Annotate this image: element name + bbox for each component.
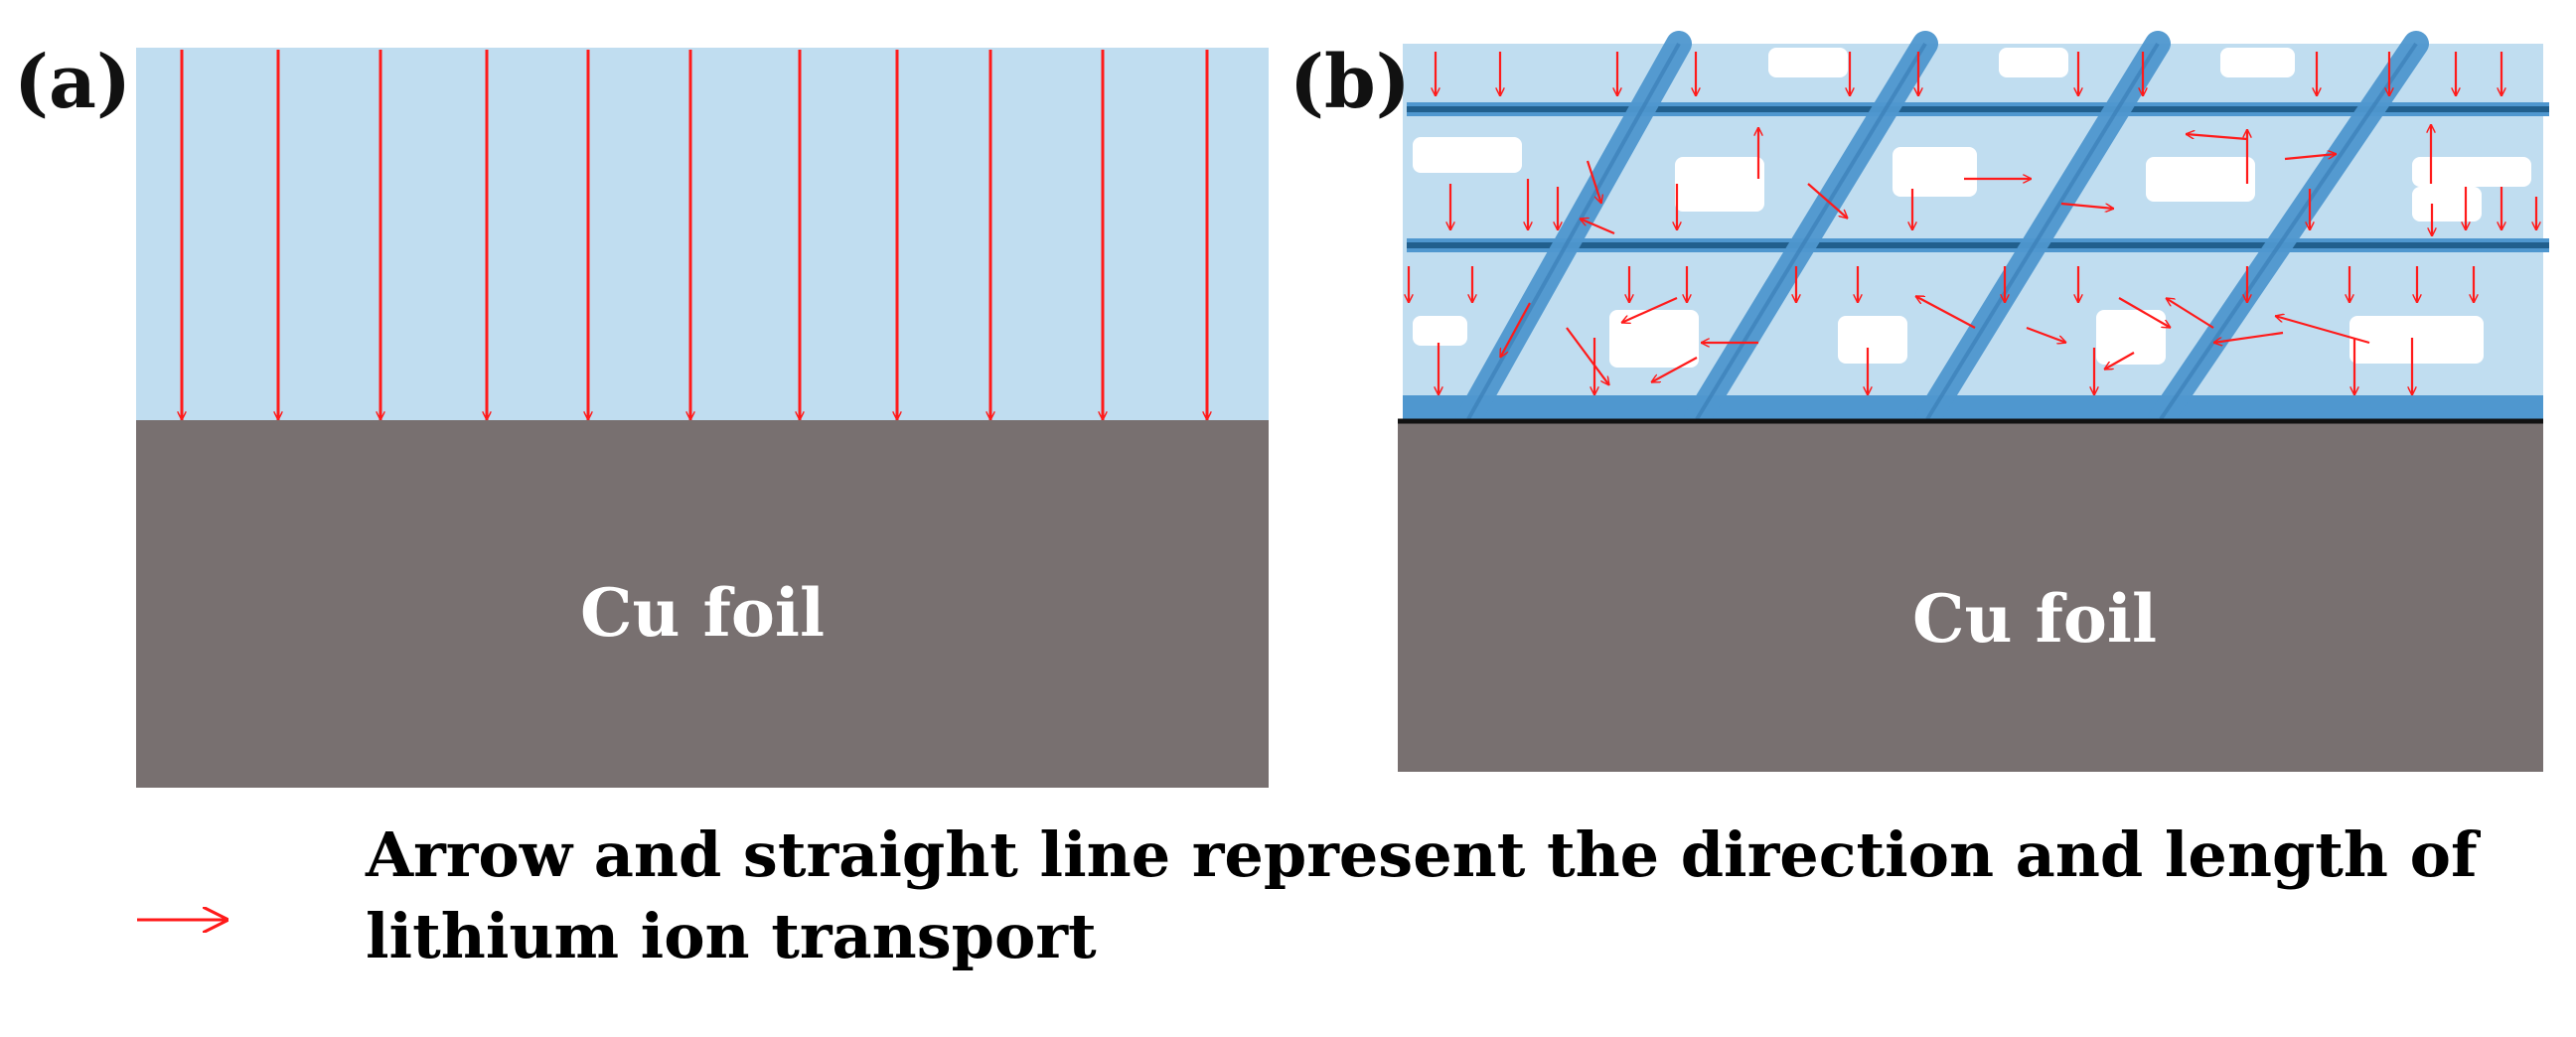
diagonal-fiber-edge	[2159, 42, 2418, 421]
arrows-a	[182, 50, 1207, 420]
pore	[2220, 48, 2295, 77]
panel-label-b: (b)	[1289, 40, 1411, 125]
cu-foil-a	[136, 420, 1269, 788]
foil-label-a: Cu foil	[580, 574, 825, 652]
lithium-ion-arrow	[1586, 160, 1601, 204]
diagonal-fiber-edge	[1695, 42, 1927, 421]
arrows-b	[1409, 52, 2536, 395]
lithium-ion-arrow	[1651, 357, 1698, 383]
lithium-ion-arrow	[2060, 202, 2114, 209]
legend-text: Arrow and straight line represent the di…	[366, 815, 2478, 977]
pore	[1838, 316, 1907, 364]
lithium-ion-arrow	[1499, 302, 1531, 358]
lithium-ion-arrow	[2118, 297, 2171, 329]
diagonal-fiber-edge	[1925, 42, 2160, 421]
pore	[2146, 157, 2255, 202]
lithium-ion-arrow	[2213, 331, 2284, 343]
lithium-ion-arrow	[1915, 295, 1976, 329]
panel-b: (b) Cu foil	[1289, 31, 2549, 772]
lithium-ion-arrow	[2166, 297, 2214, 329]
pore	[1413, 137, 1522, 173]
lithium-ion-arrow	[2104, 352, 2135, 370]
pore	[2349, 316, 2484, 364]
pore	[1893, 147, 1977, 197]
bottom-fiber-layer	[1403, 395, 2543, 419]
fibers-b	[1403, 31, 2549, 432]
lithium-ion-arrow	[2186, 134, 2248, 141]
panel-a: (a) Cu foil	[14, 40, 1269, 788]
pore	[2412, 187, 2482, 222]
lithium-ion-arrow	[1566, 327, 1609, 385]
legend-line-2: lithium ion transport	[366, 900, 1097, 972]
cu-foil-b	[1398, 421, 2543, 772]
pore	[2096, 310, 2166, 365]
pores-b	[1413, 48, 2531, 368]
lithium-ion-arrow	[1621, 296, 1678, 323]
lithium-ion-arrow	[2284, 154, 2337, 161]
electrolyte-region-a	[136, 48, 1269, 420]
pore	[1768, 48, 1848, 77]
pore	[1999, 48, 2068, 77]
lithium-ion-arrow	[1580, 219, 1615, 235]
panel-label-a: (a)	[14, 40, 131, 125]
lithium-ion-arrow	[2275, 316, 2370, 345]
pore	[2412, 157, 2531, 187]
pore	[1609, 310, 1699, 368]
pore	[1413, 316, 1467, 346]
lithium-ion-arrow	[2026, 326, 2066, 343]
lithium-ion-arrow	[1807, 183, 1848, 219]
pore	[1675, 157, 1764, 212]
foil-label-b: Cu foil	[1912, 580, 2157, 658]
legend-line-1: Arrow and straight line represent the di…	[366, 818, 2478, 891]
